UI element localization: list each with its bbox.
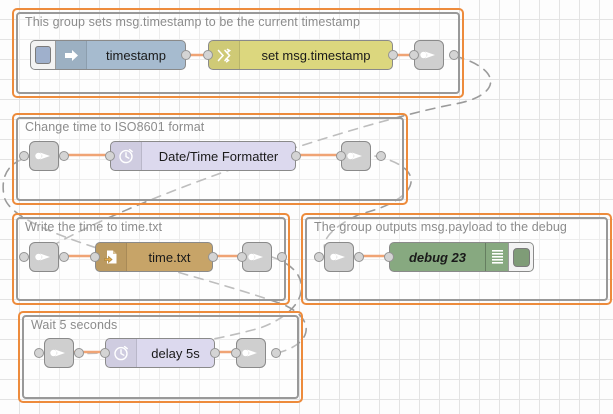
file-out-icon [96, 243, 127, 271]
output-port[interactable] [210, 348, 220, 358]
link-out-icon [248, 253, 263, 261]
group-selection-border [12, 113, 408, 205]
link-out-icon [420, 51, 435, 59]
node-inject-timestamp[interactable]: timestamp [30, 40, 186, 70]
group-title: Wait 5 seconds [31, 318, 118, 332]
node-label: delay 5s [151, 345, 200, 361]
node-datetime-formatter[interactable]: Date/Time Formatter [110, 141, 296, 171]
output-port[interactable] [181, 50, 191, 60]
group-title: Change time to ISO8601 format [25, 120, 205, 134]
link-out-icon [347, 152, 362, 160]
output-port[interactable] [354, 252, 364, 262]
input-port[interactable] [237, 252, 247, 262]
input-port[interactable] [314, 252, 324, 262]
output-port[interactable] [376, 151, 386, 161]
link-in-icon [35, 253, 50, 261]
output-port[interactable] [388, 50, 398, 60]
node-debug-23[interactable]: debug 23 [389, 242, 534, 272]
input-port[interactable] [409, 50, 419, 60]
input-port[interactable] [231, 348, 241, 358]
group-selection-border [12, 8, 464, 98]
output-port[interactable] [59, 151, 69, 161]
node-label: debug 23 [408, 249, 467, 265]
input-port[interactable] [19, 252, 29, 262]
node-link-out-3[interactable] [242, 242, 272, 272]
inject-arrow-icon [56, 41, 87, 69]
link-out-icon [242, 349, 257, 357]
clock-icon [106, 339, 137, 367]
debug-enable-button[interactable] [508, 243, 533, 271]
inject-trigger-button[interactable] [31, 41, 56, 69]
output-port[interactable] [291, 151, 301, 161]
node-label: Date/Time Formatter [158, 148, 279, 164]
output-port[interactable] [271, 348, 281, 358]
group-selection-border [301, 213, 612, 305]
node-delay-5s[interactable]: delay 5s [105, 338, 215, 368]
output-port[interactable] [59, 252, 69, 262]
output-port[interactable] [74, 348, 84, 358]
link-in-icon [35, 152, 50, 160]
group-title: The group outputs msg.payload to the deb… [314, 220, 567, 234]
group-title: This group sets msg.timestamp to be the … [25, 15, 360, 29]
clock-icon [111, 142, 142, 170]
input-port[interactable] [336, 151, 346, 161]
node-label: set msg.timestamp [261, 47, 371, 63]
debug-lines-icon [485, 243, 508, 271]
node-link-out-4[interactable] [236, 338, 266, 368]
input-port[interactable] [100, 348, 110, 358]
node-change-set-timestamp[interactable]: set msg.timestamp [208, 40, 393, 70]
node-link-in-3[interactable] [324, 242, 354, 272]
node-link-in-2[interactable] [29, 242, 59, 272]
node-label: timestamp [106, 47, 166, 63]
node-link-in-4[interactable] [44, 338, 74, 368]
node-link-in-1[interactable] [29, 141, 59, 171]
node-label: time.txt [148, 249, 191, 265]
link-in-icon [50, 349, 65, 357]
input-port[interactable] [34, 348, 44, 358]
input-port[interactable] [105, 151, 115, 161]
input-port[interactable] [203, 50, 213, 60]
link-in-icon [330, 253, 345, 261]
output-port[interactable] [449, 50, 459, 60]
output-port[interactable] [277, 252, 287, 262]
output-port[interactable] [208, 252, 218, 262]
input-port[interactable] [384, 252, 394, 262]
group-selection-border [12, 213, 290, 305]
node-file-write[interactable]: time.txt [95, 242, 213, 272]
input-port[interactable] [19, 151, 29, 161]
change-shuffle-icon [209, 41, 240, 69]
group-title: Write the time to time.txt [25, 220, 163, 234]
input-port[interactable] [90, 252, 100, 262]
group-selection-border [18, 311, 303, 403]
node-link-out-2[interactable] [341, 141, 371, 171]
